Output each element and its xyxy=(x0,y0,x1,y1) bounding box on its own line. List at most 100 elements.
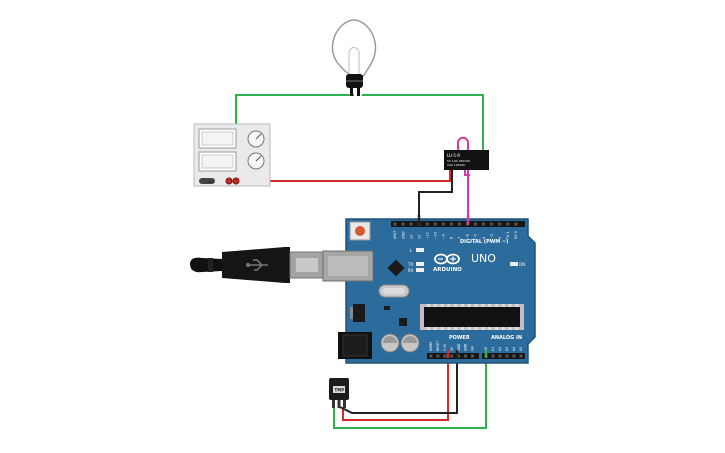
analog-pin-hole[interactable] xyxy=(498,354,502,358)
led-tx xyxy=(416,262,424,266)
power-switch[interactable] xyxy=(199,178,215,184)
wire-green-sensor[interactable] xyxy=(333,348,487,429)
digital-pin-hole[interactable] xyxy=(506,222,510,226)
analog-pin-hole[interactable] xyxy=(505,354,509,358)
atmega-pin xyxy=(433,304,437,307)
led-l xyxy=(416,248,424,252)
digital-pin-hole[interactable] xyxy=(457,222,461,226)
wire-black-sensor[interactable] xyxy=(337,348,458,414)
power-pin-hole[interactable] xyxy=(436,354,440,358)
digital-pin-hole[interactable] xyxy=(393,222,397,226)
atmega-pin xyxy=(488,304,492,307)
digital-pin-hole[interactable] xyxy=(474,222,477,226)
digital-pin-label: 4 xyxy=(482,237,486,239)
power-pin-hole[interactable] xyxy=(470,354,474,358)
power-pin-hole[interactable] xyxy=(429,354,433,358)
power-pin-hole[interactable] xyxy=(464,354,467,358)
digital-pin-hole[interactable] xyxy=(425,222,429,226)
usb-cable-ring xyxy=(208,258,213,272)
digital-pin-hole[interactable] xyxy=(449,222,453,226)
atmega-pin xyxy=(474,327,478,330)
atmega-pin xyxy=(461,327,464,330)
reset-button[interactable] xyxy=(355,226,365,236)
wire-black-relay[interactable] xyxy=(418,168,453,222)
analog-label: ANALOG IN xyxy=(491,335,522,341)
relay[interactable]: LU-5-R 5V 10A 250VAC 10A 125VAC xyxy=(444,150,489,170)
digital-pin-label: 12 xyxy=(417,235,421,239)
atmega-pin xyxy=(433,327,437,330)
led-tx-label: TX xyxy=(407,262,413,267)
atmega-pin xyxy=(515,327,519,330)
analog-pin-label: A3 xyxy=(505,347,509,351)
analog-pin-label: A4 xyxy=(512,347,516,351)
sensor-label-plate xyxy=(333,386,345,393)
power-pin-label: IOREF xyxy=(429,341,433,351)
digital-pin-label: 8 xyxy=(450,237,454,239)
dc-jack-front xyxy=(342,334,368,357)
atmega-pin xyxy=(447,304,451,307)
wire-magenta-loop[interactable] xyxy=(464,168,470,176)
bulb-terminal-left xyxy=(350,88,353,96)
usb-cable[interactable] xyxy=(190,247,324,283)
sensor-leg-1 xyxy=(332,400,335,408)
power-switch-label: ON xyxy=(208,180,213,184)
terminal-negative[interactable] xyxy=(232,177,240,185)
temperature-sensor[interactable]: TMP xyxy=(329,378,349,408)
digital-pin-hole[interactable] xyxy=(409,222,413,226)
smd-chip-1 xyxy=(399,318,407,326)
wire-red-supply[interactable] xyxy=(229,168,451,182)
atmega-pin xyxy=(474,304,478,307)
power-pin-hole[interactable] xyxy=(450,354,454,358)
power-pin-label: Vin xyxy=(471,346,475,351)
atmega-pin xyxy=(508,327,512,330)
power-pin-hole[interactable] xyxy=(443,354,447,358)
power-pin-hole[interactable] xyxy=(457,354,461,358)
atmega-pin xyxy=(481,304,485,307)
usb-symbol-dot xyxy=(246,263,250,267)
digital-pin-hole[interactable] xyxy=(498,222,502,226)
digital-pin-hole[interactable] xyxy=(401,222,405,226)
atmega-pin xyxy=(488,327,492,330)
analog-pin-hole[interactable] xyxy=(519,354,523,358)
wire-magenta-relay[interactable] xyxy=(457,136,469,222)
atmega-pin xyxy=(495,304,498,307)
digital-pin-label: ~5 xyxy=(474,234,478,239)
atmega-pin xyxy=(427,327,430,330)
atmega-pin xyxy=(495,327,498,330)
digital-pin-label: ~10 xyxy=(433,232,437,239)
digital-pin-hole[interactable] xyxy=(433,222,437,226)
atmega-pin xyxy=(467,327,471,330)
atmega-pin xyxy=(440,327,444,330)
sensor-leg-2 xyxy=(337,400,341,408)
led-rx-label: RX xyxy=(408,268,414,273)
bulb-terminal-right xyxy=(357,88,360,96)
digital-pin-hole[interactable] xyxy=(441,222,445,226)
wire-green-relay[interactable] xyxy=(362,94,484,150)
atmega-pin xyxy=(501,304,505,307)
atmega-pin xyxy=(508,304,512,307)
digital-pin-label: RX 0 xyxy=(514,231,518,239)
crystal-inner xyxy=(383,288,405,294)
smd-chip-2 xyxy=(384,306,390,310)
analog-pin-label: A5 xyxy=(519,347,523,351)
digital-pin-hole[interactable] xyxy=(490,222,494,226)
digital-pin-label: GND xyxy=(401,231,405,239)
analog-pin-label: A2 xyxy=(498,347,502,351)
capacitor-2-top xyxy=(403,336,417,343)
terminal-positive[interactable] xyxy=(225,177,233,185)
digital-pin-label: ~3 xyxy=(490,234,494,239)
wire-red-sensor[interactable] xyxy=(342,348,449,421)
analog-pin-hole[interactable] xyxy=(491,354,495,358)
digital-pin-hole[interactable] xyxy=(482,222,486,226)
bulb-base-ring xyxy=(346,80,363,82)
led-rx xyxy=(416,268,424,272)
sensor-label: TMP xyxy=(335,388,345,393)
power-pin-label: GND xyxy=(464,343,468,351)
analog-pin-hole[interactable] xyxy=(512,354,516,358)
wire-header-ends xyxy=(417,215,488,358)
power-supply[interactable]: ON xyxy=(193,123,271,187)
digital-pin-hole[interactable] xyxy=(514,222,518,226)
light-bulb[interactable] xyxy=(331,19,377,96)
